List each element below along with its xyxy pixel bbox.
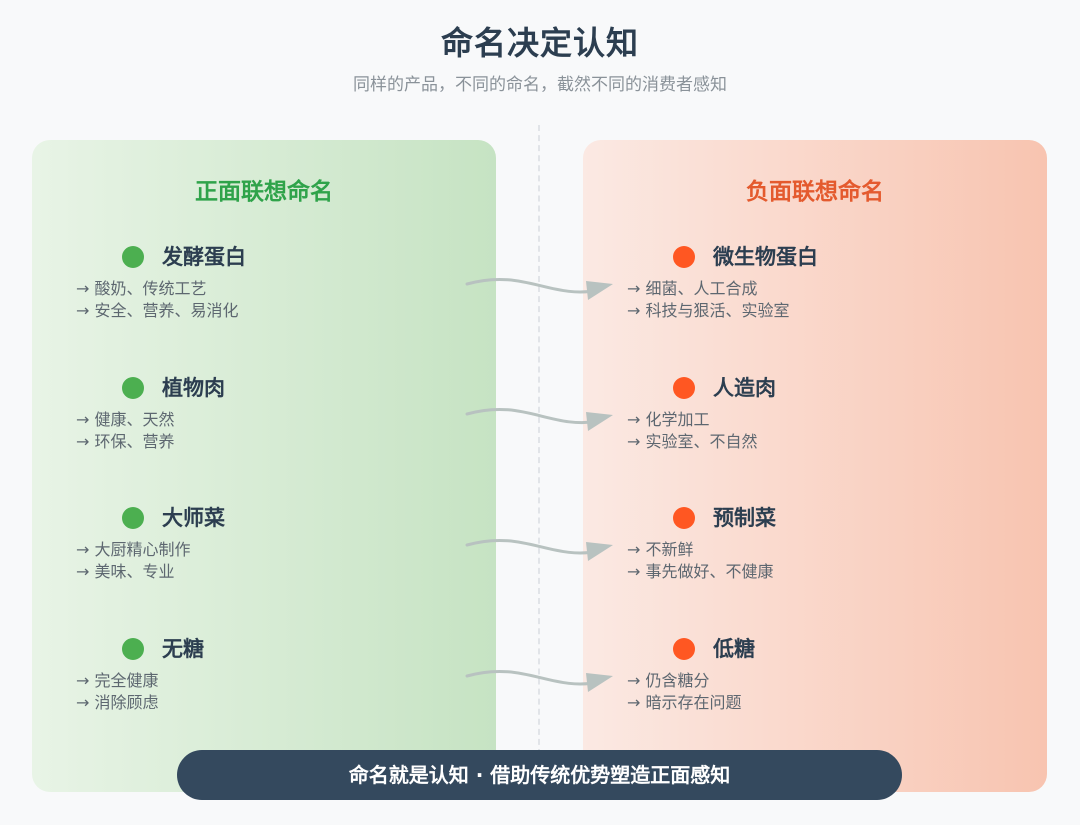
desc-line: → 完全健康 <box>76 671 159 690</box>
positive-item-name: 发酵蛋白 <box>162 245 246 269</box>
negative-panel: 负面联想命名 微生物蛋白 → 细菌、人工合成 → 科技与狠活、实验室 人造肉 →… <box>583 140 1047 792</box>
negative-item-desc: → 化学加工 → 实验室、不自然 <box>627 409 758 453</box>
summary-banner: 命名就是认知 · 借助传统优势塑造正面感知 <box>177 750 902 800</box>
positive-item-desc: → 大厨精心制作 → 美味、专业 <box>76 539 191 583</box>
positive-item-name: 植物肉 <box>162 376 225 400</box>
positive-panel: 正面联想命名 发酵蛋白 → 酸奶、传统工艺 → 安全、营养、易消化 植物肉 → … <box>32 140 496 792</box>
positive-item-name: 大师菜 <box>162 506 225 530</box>
orange-dot-icon <box>673 638 695 660</box>
center-divider <box>538 125 540 755</box>
green-dot-icon <box>122 638 144 660</box>
negative-item-desc: → 不新鲜 → 事先做好、不健康 <box>627 539 774 583</box>
negative-panel-title: 负面联想命名 <box>746 179 884 205</box>
positive-item-desc: → 健康、天然 → 环保、营养 <box>76 409 175 453</box>
desc-line: → 化学加工 <box>627 410 710 429</box>
negative-item-desc: → 细菌、人工合成 → 科技与狠活、实验室 <box>627 278 790 322</box>
desc-line: → 科技与狠活、实验室 <box>627 301 790 320</box>
negative-item-name: 人造肉 <box>713 376 776 400</box>
desc-line: → 消除顾虑 <box>76 693 159 712</box>
orange-dot-icon <box>673 377 695 399</box>
positive-item-desc: → 完全健康 → 消除顾虑 <box>76 670 159 714</box>
desc-line: → 安全、营养、易消化 <box>76 301 239 320</box>
green-dot-icon <box>122 246 144 268</box>
page-subtitle: 同样的产品，不同的命名，截然不同的消费者感知 <box>353 75 727 95</box>
desc-line: → 美味、专业 <box>76 562 175 581</box>
desc-line: → 仍含糖分 <box>627 671 710 690</box>
positive-panel-title: 正面联想命名 <box>195 179 333 205</box>
desc-line: → 实验室、不自然 <box>627 432 758 451</box>
negative-item-name: 预制菜 <box>713 506 776 530</box>
green-dot-icon <box>122 377 144 399</box>
desc-line: → 事先做好、不健康 <box>627 562 774 581</box>
positive-item-desc: → 酸奶、传统工艺 → 安全、营养、易消化 <box>76 278 239 322</box>
desc-line: → 暗示存在问题 <box>627 693 742 712</box>
negative-item-name: 低糖 <box>713 637 755 661</box>
desc-line: → 环保、营养 <box>76 432 175 451</box>
negative-item-name: 微生物蛋白 <box>713 245 818 269</box>
negative-item-desc: → 仍含糖分 → 暗示存在问题 <box>627 670 742 714</box>
orange-dot-icon <box>673 246 695 268</box>
positive-item-name: 无糖 <box>162 637 204 661</box>
desc-line: → 酸奶、传统工艺 <box>76 279 207 298</box>
orange-dot-icon <box>673 507 695 529</box>
desc-line: → 健康、天然 <box>76 410 175 429</box>
green-dot-icon <box>122 507 144 529</box>
desc-line: → 不新鲜 <box>627 540 694 559</box>
page-title: 命名决定认知 <box>440 24 639 62</box>
desc-line: → 大厨精心制作 <box>76 540 191 559</box>
desc-line: → 细菌、人工合成 <box>627 279 758 298</box>
